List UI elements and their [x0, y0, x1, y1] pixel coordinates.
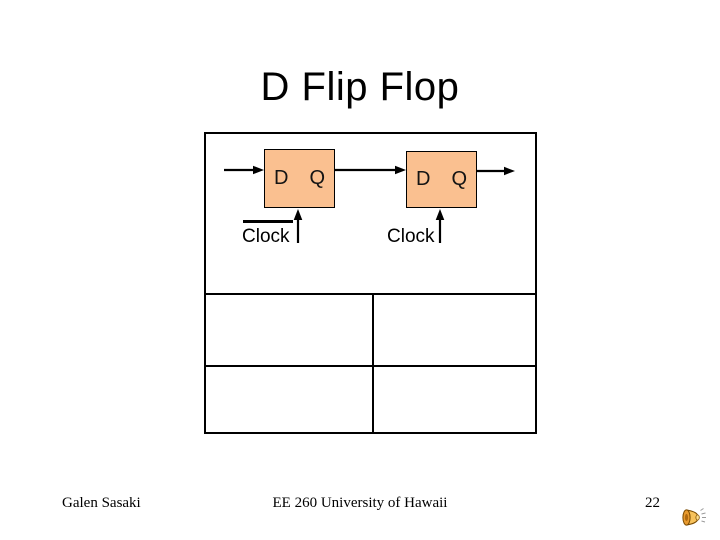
speaker-icon[interactable]: [681, 503, 707, 531]
slide-title: D Flip Flop: [260, 65, 460, 109]
table-cell: [374, 367, 535, 432]
footer-course: EE 260 University of Hawaii: [272, 495, 448, 511]
flipflop-box-1: D Q: [264, 149, 335, 208]
table-cell: [206, 367, 372, 432]
table-column-divider: [372, 295, 374, 432]
diagram-frame: [204, 132, 537, 295]
table-cell: [374, 295, 535, 365]
flipflop2-q-label: Q: [451, 168, 467, 190]
table-row-divider: [206, 365, 535, 367]
flipflop1-d-label: D: [274, 167, 289, 189]
clock2-label: Clock: [387, 226, 435, 247]
truth-table: [204, 293, 537, 434]
footer-author: Galen Sasaki: [62, 495, 141, 511]
flipflop2-d-label: D: [416, 168, 431, 190]
table-cell: [206, 295, 372, 365]
footer-page-number: 22: [645, 495, 660, 511]
flipflop-box-2: D Q: [406, 151, 477, 208]
flipflop1-q-label: Q: [309, 167, 325, 189]
clock1-label: Clock: [242, 226, 290, 247]
